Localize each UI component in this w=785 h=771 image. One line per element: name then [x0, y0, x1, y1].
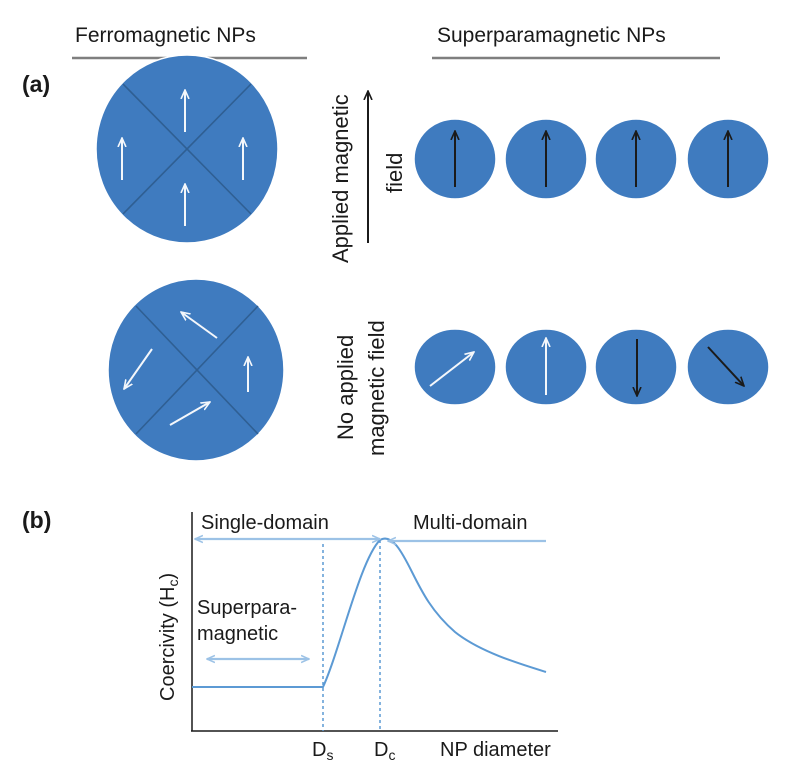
superparamagnetic-row-random	[413, 328, 770, 406]
moment-arrow-upper-right	[429, 352, 474, 387]
ferromagnetic-particle-aligned	[95, 54, 279, 244]
superparamagnetic-row-aligned	[413, 118, 770, 200]
panel-b-label: (b)	[22, 507, 51, 533]
applied-field-label-line1: Applied magnetic	[328, 94, 353, 263]
domain-arrow-upper-left	[181, 312, 218, 339]
domain-arrow-upper-right	[169, 402, 210, 426]
ferromagnetic-particle-random	[107, 278, 285, 462]
superparamagnetic-label-line1: Superpara-	[197, 597, 297, 619]
ferromagnetic-header: Ferromagnetic NPs	[75, 24, 256, 47]
x-axis-label: NP diameter	[440, 739, 551, 761]
moment-arrow-lower-right	[707, 346, 744, 386]
no-field-label-line2: magnetic field	[364, 320, 389, 456]
single-domain-label: Single-domain	[201, 512, 329, 534]
superparamagnetic-header: Superparamagnetic NPs	[437, 24, 666, 47]
multi-domain-label: Multi-domain	[413, 512, 527, 534]
superparamagnetic-label-line2: magnetic	[197, 623, 278, 645]
y-axis-label: Coercivity (Hc)	[157, 573, 181, 701]
applied-field-label-line2: field	[382, 153, 407, 193]
no-field-label-line1: No applied	[333, 335, 358, 440]
panel-a-label: (a)	[22, 71, 50, 97]
domain-arrow-lower-left	[124, 348, 153, 389]
dc-tick-label: Dc	[374, 739, 395, 763]
sp-particle	[686, 328, 770, 406]
coercivity-curve	[192, 537, 547, 688]
ds-tick-label: Ds	[312, 739, 333, 763]
